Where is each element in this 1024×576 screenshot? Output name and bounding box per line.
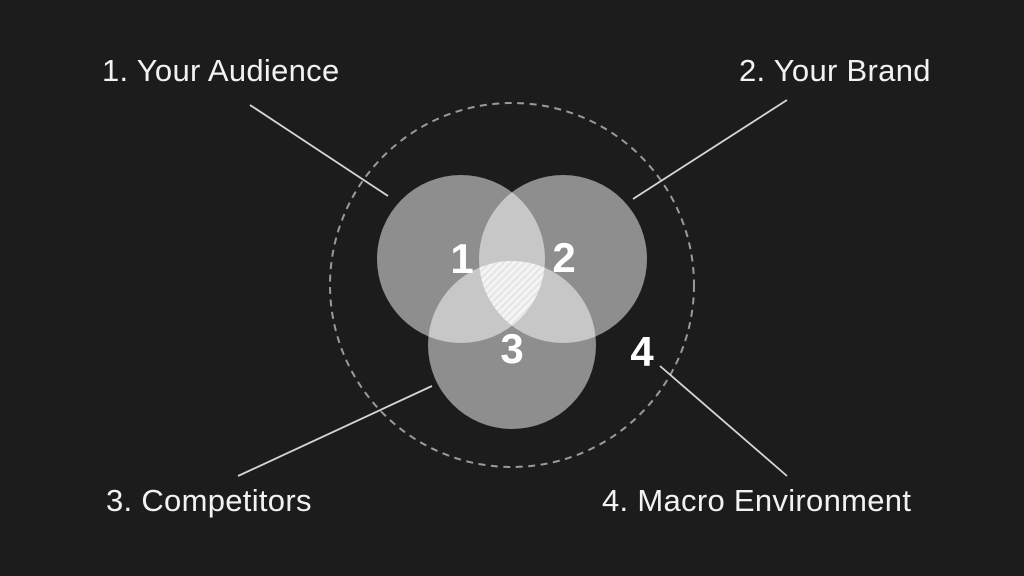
macro-environment-dashed-circle bbox=[329, 102, 695, 468]
venn-number-audience: 1 bbox=[450, 235, 474, 282]
connector-line-audience bbox=[249, 104, 389, 197]
connector-line-competitors bbox=[237, 385, 433, 477]
venn-number-brand: 2 bbox=[552, 234, 576, 281]
label-macro-environment: 4. Macro Environment bbox=[602, 483, 912, 518]
venn-number-macro: 4 bbox=[630, 328, 654, 375]
label-your-audience: 1. Your Audience bbox=[102, 53, 340, 88]
connector-line-macro bbox=[659, 365, 788, 477]
connector-line-brand bbox=[632, 99, 788, 200]
venn-circle-competitors bbox=[428, 261, 596, 429]
label-competitors: 3. Competitors bbox=[106, 483, 312, 518]
venn-number-competitors: 3 bbox=[500, 325, 524, 372]
label-your-brand: 2. Your Brand bbox=[739, 53, 931, 88]
